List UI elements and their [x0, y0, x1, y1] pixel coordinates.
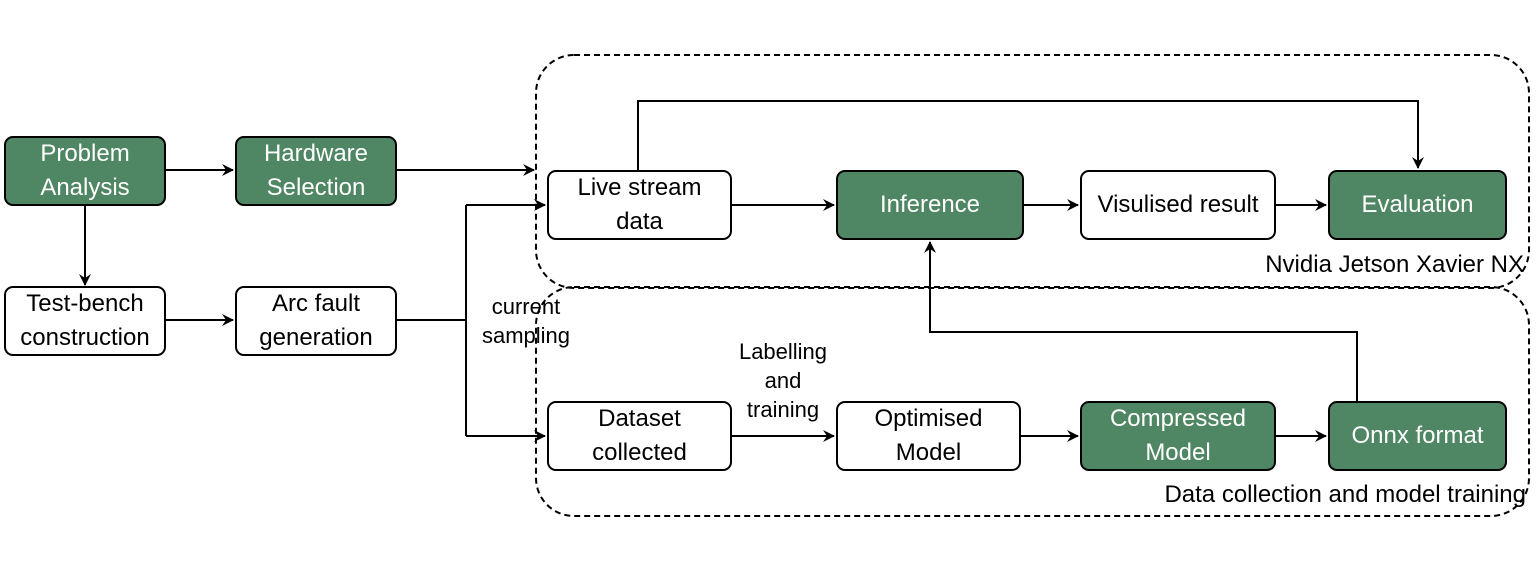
optimised-model-label: Optimised Model — [874, 405, 983, 466]
visualised-result-label: Visulised result — [1097, 191, 1259, 218]
problem-analysis-node: Problem Analysis — [4, 136, 166, 206]
visualised-result-node: Visulised result — [1080, 170, 1276, 240]
inference-node: Inference — [836, 170, 1024, 240]
dataset-label: Dataset collected — [592, 405, 687, 466]
test-bench-node: Test-bench construction — [4, 286, 166, 356]
group-training-boundary — [535, 286, 1530, 517]
group-jetson-boundary — [535, 54, 1530, 289]
compressed-model-label: Compressed Model — [1109, 405, 1247, 466]
test-bench-label: Test-bench construction — [20, 290, 150, 351]
labelling-training-label: Labelling and training — [738, 339, 828, 422]
evaluation-label: Evaluation — [1361, 191, 1474, 218]
dataset-node: Dataset collected — [547, 401, 732, 471]
problem-analysis-label: Problem Analysis — [40, 140, 130, 201]
inference-label: Inference — [879, 191, 981, 218]
live-stream-label: Live stream data — [577, 174, 702, 235]
edge-livestream-to-evaluation — [637, 100, 1424, 170]
arc-fault-label: Arc fault generation — [259, 290, 373, 351]
onnx-format-node: Onnx format — [1328, 401, 1507, 471]
live-stream-node: Live stream data — [547, 170, 732, 240]
edge-onnx-to-inference — [924, 241, 1358, 401]
training-group-label: Data collection and model training — [1164, 481, 1526, 508]
compressed-model-node: Compressed Model — [1080, 401, 1276, 471]
evaluation-node: Evaluation — [1328, 170, 1507, 240]
optimised-model-node: Optimised Model — [836, 401, 1021, 471]
current-sampling-label: current sampling — [481, 294, 571, 348]
hardware-selection-node: Hardware Selection — [235, 136, 397, 206]
hardware-selection-label: Hardware Selection — [263, 140, 369, 201]
arc-fault-node: Arc fault generation — [235, 286, 397, 356]
jetson-group-label: Nvidia Jetson Xavier NX — [1265, 251, 1524, 278]
onnx-format-label: Onnx format — [1351, 422, 1484, 449]
